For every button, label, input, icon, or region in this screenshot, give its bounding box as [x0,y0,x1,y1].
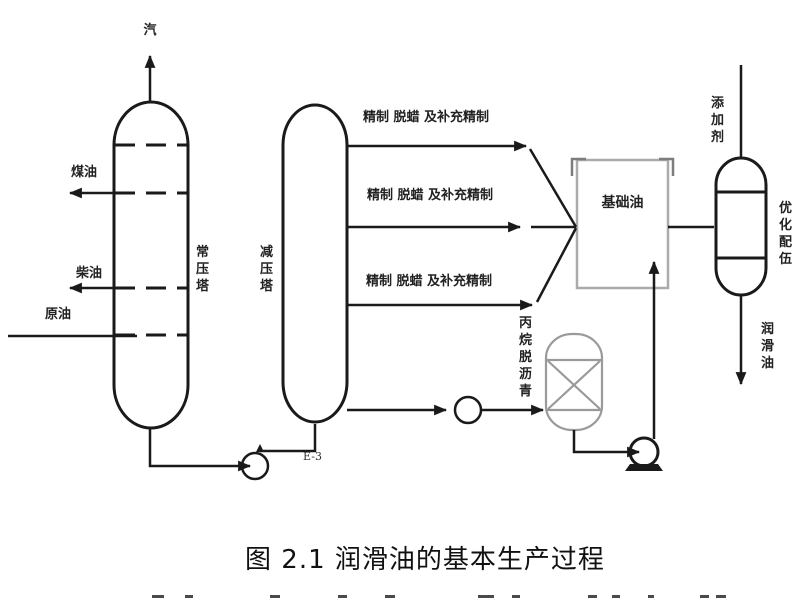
truncated-text-fragment [512,595,520,598]
truncated-text-fragment [700,595,709,598]
refine-label-middle: 精制 脱蜡 及补充精制 [367,188,494,203]
atmospheric-tower-label: 常压塔 [195,245,209,294]
refine-label-bottom: 精制 脱蜡 及补充精制 [366,274,493,289]
additive-label: 添加剂 [710,96,724,145]
truncated-text-fragment [152,595,164,598]
pump-tag-label: E-3 [303,450,322,463]
atmospheric-tower [112,100,190,430]
truncated-text-fragment [385,595,395,598]
base-oil-box-corner-right [659,157,675,176]
refine-label-top: 精制 脱蜡 及补充精制 [363,110,490,125]
truncated-text-fragment [612,595,620,598]
lubricating-oil-label: 润滑油 [760,322,774,371]
vacuum-cut3-diagonal [535,227,578,303]
base-oil-label: 基础油 [601,195,644,211]
truncated-text-fragment [338,595,347,598]
kerosene-label: 煤油 [70,165,97,180]
atmospheric-bottoms-line [148,428,252,472]
blending-column-label: 优化配伍 [778,201,792,267]
truncated-text-fragment [588,595,597,598]
figure-caption: 图 2.1 润滑油的基本生产过程 [245,545,605,575]
steam-label: 汽 [143,23,157,38]
crude-oil-label: 原油 [44,307,71,322]
process-flow-diagram [8,54,768,481]
truncated-text-fragment [185,595,193,598]
propane-deasphalting-vessel [544,332,604,432]
piping [8,54,747,481]
truncated-text-fragment [716,595,726,598]
vacuum-tower-label: 减压塔 [259,245,273,294]
vacuum-tower [281,103,349,424]
deasphalted-oil-line [572,430,641,458]
pump-2 [453,395,483,425]
diesel-label: 柴油 [75,266,102,281]
pump-3-base [625,464,663,471]
truncated-text-fragment [478,595,494,598]
base-oil-box-corner-left [570,157,586,176]
pump-to-vacuum-line [260,424,317,453]
vacuum-cut1-diagonal [528,148,578,228]
truncated-text-fragment [270,595,280,598]
blending-column [714,156,768,297]
propane-deasphalting-label: 丙烷脱沥青 [518,316,532,399]
truncated-text-fragment [648,595,654,598]
